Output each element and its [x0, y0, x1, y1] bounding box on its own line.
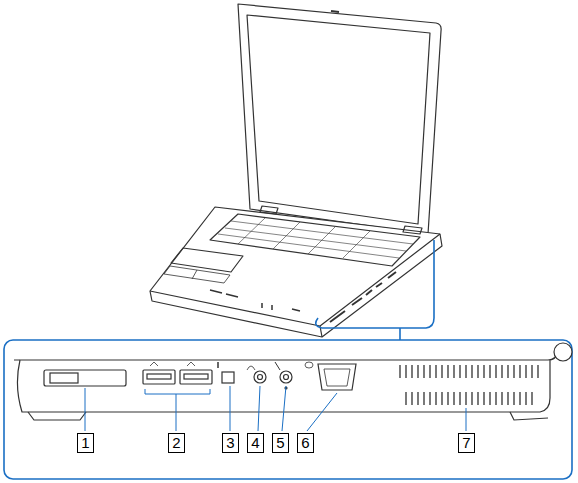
- callout-number: 5: [272, 433, 289, 453]
- callout-number: 3: [222, 433, 239, 453]
- callout-number: 6: [297, 433, 314, 453]
- callout-number: 4: [247, 433, 264, 453]
- callout-number: 2: [168, 433, 185, 453]
- callout-number: 7: [458, 433, 475, 453]
- callout-number: 1: [77, 433, 94, 453]
